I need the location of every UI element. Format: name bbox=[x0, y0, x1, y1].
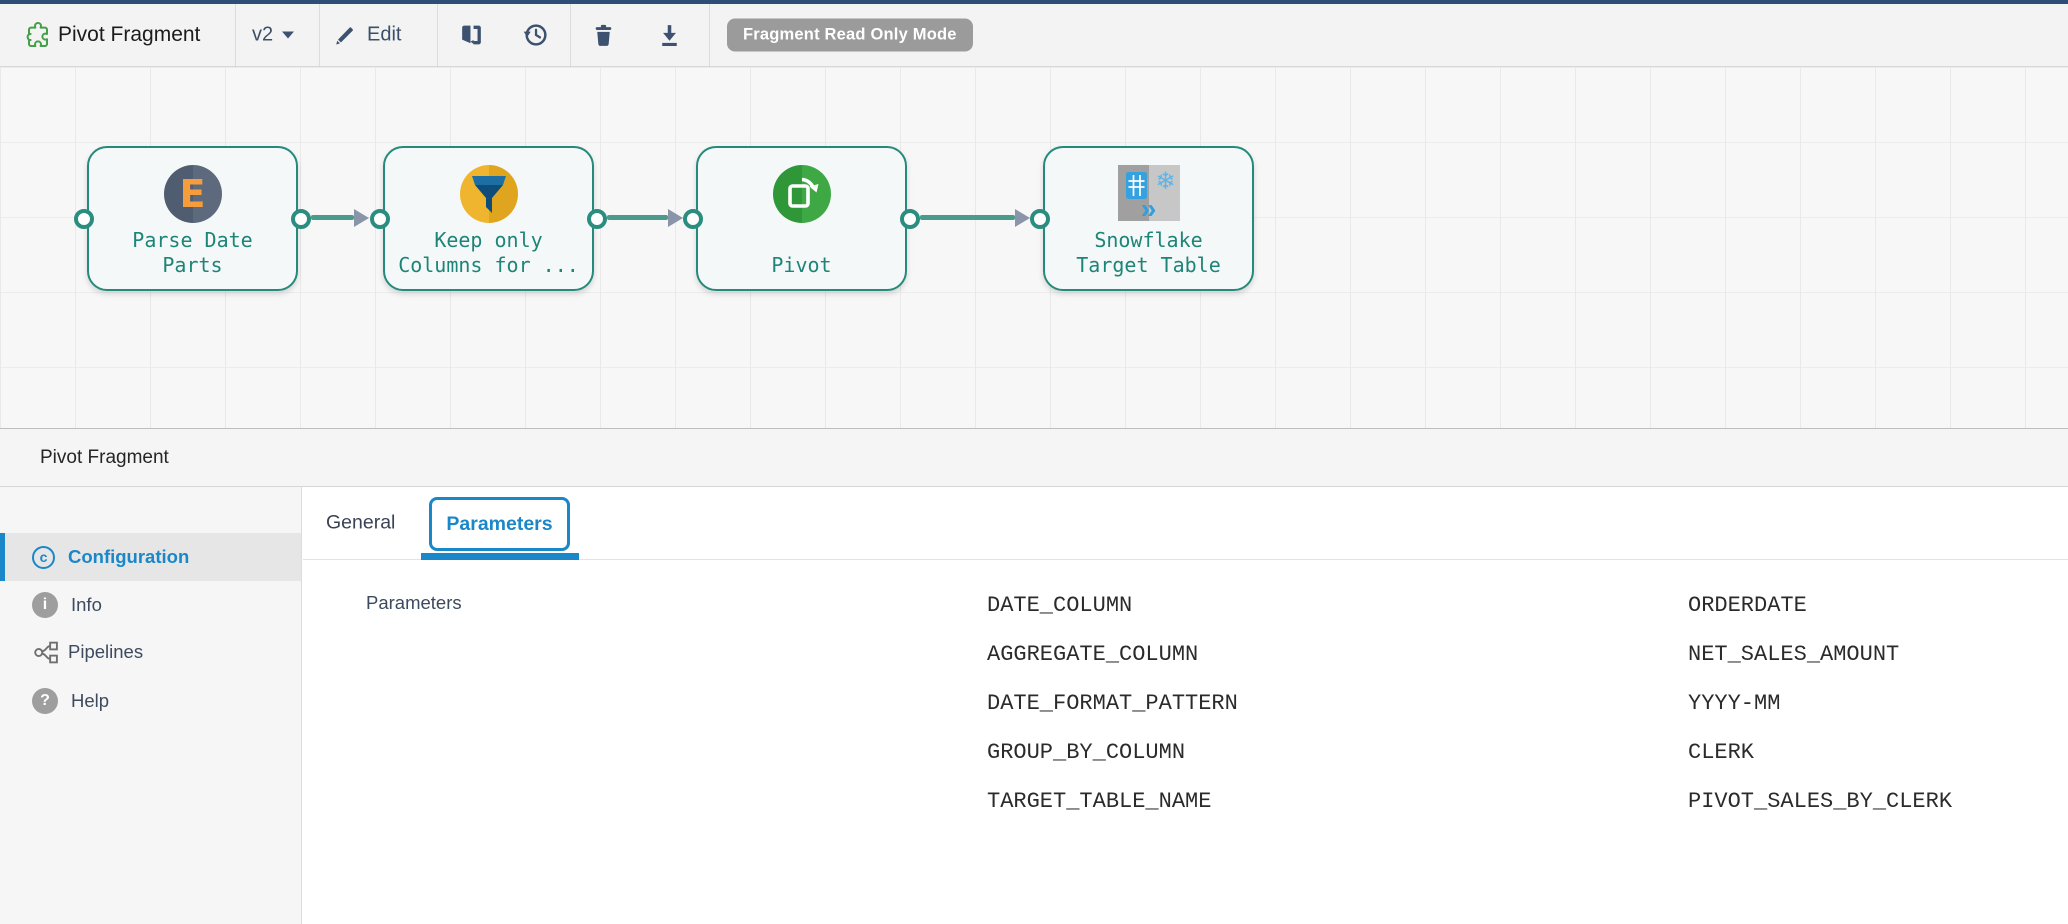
sidebar-item-configuration[interactable]: c Configuration bbox=[0, 533, 301, 581]
detail-main: General Parameters Parameters DATE_COLUM… bbox=[303, 487, 2068, 924]
info-glyph: i bbox=[43, 596, 47, 614]
input-port[interactable] bbox=[74, 209, 94, 229]
configuration-icon: c bbox=[32, 546, 55, 569]
node-label: Snowflake Target Table bbox=[1045, 228, 1252, 278]
trash-icon[interactable] bbox=[590, 22, 617, 49]
toolbar: Pivot Fragment v2 Edit bbox=[0, 0, 2068, 67]
detail-title: Pivot Fragment bbox=[40, 447, 169, 469]
expression-icon: E bbox=[164, 165, 222, 223]
parameters-section-label: Parameters bbox=[366, 592, 462, 614]
app-title: Pivot Fragment bbox=[58, 23, 200, 47]
pivot-icon bbox=[773, 165, 831, 223]
download-icon[interactable] bbox=[656, 22, 683, 49]
sidebar-item-pipelines[interactable]: Pipelines bbox=[0, 632, 301, 672]
expression-glyph: E bbox=[180, 172, 206, 216]
connector-arrow bbox=[920, 215, 1015, 220]
configuration-glyph: c bbox=[40, 549, 48, 565]
connector-arrow bbox=[607, 215, 668, 220]
output-port[interactable] bbox=[291, 209, 311, 229]
sidebar-item-label: Info bbox=[71, 594, 102, 616]
read-only-mode-badge: Fragment Read Only Mode bbox=[727, 19, 973, 52]
toolbar-divider bbox=[319, 4, 320, 66]
help-icon: ? bbox=[32, 688, 58, 714]
pipeline-canvas[interactable]: E Parse Date Parts Keep only Columns for… bbox=[0, 67, 2068, 428]
puzzle-icon bbox=[24, 21, 52, 49]
filter-icon bbox=[460, 165, 518, 223]
version-label: v2 bbox=[252, 24, 273, 47]
parameter-value: YYYY-MM bbox=[1688, 691, 1780, 717]
pipelines-icon bbox=[32, 639, 60, 666]
node-pivot[interactable]: Pivot bbox=[696, 146, 907, 291]
parameter-value: PIVOT_SALES_BY_CLERK bbox=[1688, 789, 1952, 815]
detail-sidebar: c Configuration i Info Pipelines bbox=[0, 487, 302, 924]
toolbar-divider bbox=[709, 4, 710, 66]
tab-general[interactable]: General bbox=[326, 512, 395, 535]
compare-versions-icon[interactable] bbox=[458, 22, 485, 49]
node-label: Parse Date Parts bbox=[89, 228, 296, 278]
parameter-name: DATE_COLUMN bbox=[987, 593, 1132, 619]
node-snowflake-target-table[interactable]: ❄ » Snowflake Target Table bbox=[1043, 146, 1254, 291]
input-port[interactable] bbox=[370, 209, 390, 229]
tab-parameters[interactable]: Parameters bbox=[429, 497, 570, 551]
input-port[interactable] bbox=[683, 209, 703, 229]
sidebar-item-info[interactable]: i Info bbox=[0, 585, 301, 625]
parameter-name: AGGREGATE_COLUMN bbox=[987, 642, 1198, 668]
parameter-name: DATE_FORMAT_PATTERN bbox=[987, 691, 1238, 717]
help-glyph: ? bbox=[40, 692, 50, 710]
edit-button[interactable]: Edit bbox=[334, 24, 401, 47]
sidebar-item-label: Configuration bbox=[68, 546, 189, 568]
output-port[interactable] bbox=[900, 209, 920, 229]
snowflake-glyph: ❄ bbox=[1155, 167, 1175, 195]
sidebar-item-help[interactable]: ? Help bbox=[0, 681, 301, 721]
detail-header: Pivot Fragment bbox=[0, 428, 2068, 487]
pencil-icon bbox=[334, 24, 357, 47]
node-parse-date-parts[interactable]: E Parse Date Parts bbox=[87, 146, 298, 291]
detail-panel: c Configuration i Info Pipelines bbox=[0, 487, 2068, 924]
node-label: Pivot bbox=[698, 253, 905, 278]
version-dropdown[interactable]: v2 bbox=[252, 24, 294, 47]
parameter-value: CLERK bbox=[1688, 740, 1754, 766]
toolbar-divider bbox=[235, 4, 236, 66]
connector-arrow bbox=[311, 215, 354, 220]
caret-down-icon bbox=[282, 32, 294, 39]
snowflake-table-icon: ❄ » bbox=[1118, 165, 1180, 221]
parameter-name: TARGET_TABLE_NAME bbox=[987, 789, 1211, 815]
parameter-value: ORDERDATE bbox=[1688, 593, 1807, 619]
history-icon[interactable] bbox=[521, 21, 550, 50]
output-port[interactable] bbox=[587, 209, 607, 229]
node-label: Keep only Columns for ... bbox=[385, 228, 592, 278]
info-icon: i bbox=[32, 592, 58, 618]
input-port[interactable] bbox=[1030, 209, 1050, 229]
toolbar-divider bbox=[437, 4, 438, 66]
node-keep-only-columns[interactable]: Keep only Columns for ... bbox=[383, 146, 594, 291]
tab-bar: General Parameters bbox=[303, 487, 2068, 560]
chevrons-glyph: » bbox=[1141, 193, 1157, 225]
parameter-value: NET_SALES_AMOUNT bbox=[1688, 642, 1899, 668]
active-tab-underline bbox=[421, 553, 579, 560]
sidebar-item-label: Pipelines bbox=[68, 641, 143, 663]
sidebar-item-label: Help bbox=[71, 690, 109, 712]
parameter-name: GROUP_BY_COLUMN bbox=[987, 740, 1185, 766]
edit-label: Edit bbox=[367, 24, 401, 47]
toolbar-divider bbox=[570, 4, 571, 66]
